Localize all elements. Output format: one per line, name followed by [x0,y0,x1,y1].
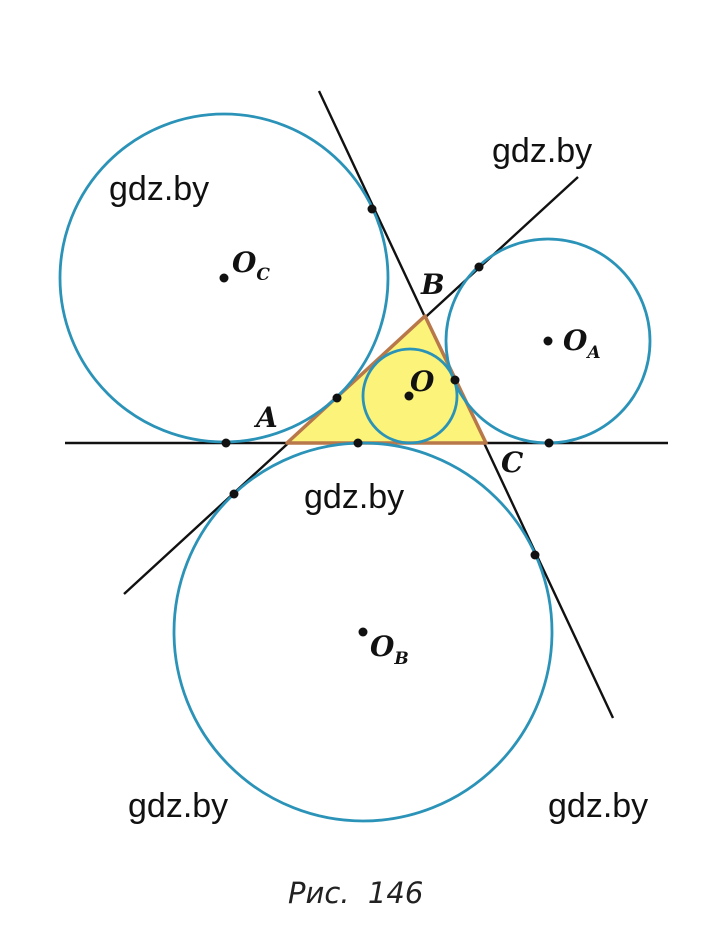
watermark: gdz.by [109,170,209,208]
circle-o [361,347,459,445]
figure-caption: Рис. 146 [288,876,423,910]
tangent-point-dot [229,489,239,499]
center-ob-dot [358,627,368,637]
watermark: gdz.by [128,787,228,825]
label-ob-main: O [370,630,395,663]
label-oa-main: O [563,324,588,357]
label-o: O [410,365,435,398]
label-oc-sub: C [256,265,270,285]
tangent-point-dot [367,204,377,214]
watermark: gdz.by [548,787,648,825]
tangent-point-dot [332,393,342,403]
watermark: gdz.by [492,132,592,170]
circles [58,112,652,823]
label-ob: OB [370,630,409,669]
label-b: B [420,268,445,301]
center-oc-dot [219,273,229,283]
center-oa-dot [543,336,553,346]
watermark: gdz.by [304,478,404,516]
dots [219,204,554,637]
tangent-point-dot [530,550,540,560]
tangent-point-dot [450,375,460,385]
circle-ob [172,441,554,823]
tangent-point-dot [474,262,484,272]
label-c: C [501,446,524,479]
label-oa-sub: A [585,343,600,363]
label-oc-main: O [232,246,257,279]
tangent-point-dot [353,438,363,448]
tangent-point-dot [544,438,554,448]
center-o-dot [404,391,414,401]
tangent-point-dot [221,438,231,448]
label-ob-sub: B [393,649,408,669]
label-oa: OA [563,324,601,363]
label-a: A [253,401,278,434]
label-oc: OC [232,246,270,285]
